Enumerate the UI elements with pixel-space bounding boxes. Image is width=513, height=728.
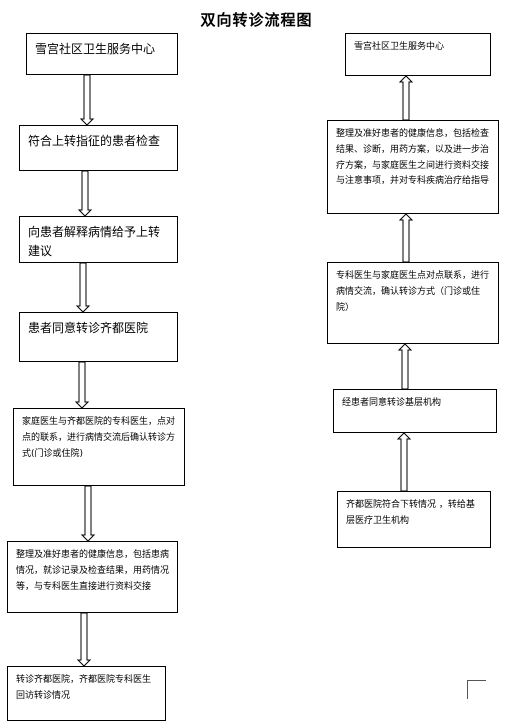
right-step-4: 经患者同意转诊基层机构 [333, 389, 497, 433]
left-step-4: 患者同意转诊齐都医院 [19, 312, 178, 362]
arrow-left-4 [74, 361, 90, 409]
left-step-6: 整理及准好患者的健康信息，包括患病情况，就诊记录及检查结果，用药情况等，与专科医… [7, 541, 178, 613]
right-step-top: 雪宫社区卫生服务中心 [345, 33, 491, 76]
arrow-right-1 [398, 75, 414, 121]
right-step-3: 专科医生与家庭医生点对点联系，进行病情交流，确认转诊方式（门诊或住院） [327, 262, 499, 344]
left-step-1: 雪宫社区卫生服务中心 [26, 33, 178, 75]
corner-mark [467, 680, 486, 699]
right-step-bottom: 齐都医院符合下转情况 ，转给基层医疗卫生机构 [337, 491, 491, 548]
arrow-left-3 [75, 262, 91, 313]
left-step-3: 向患者解释病情给予上转建议 [19, 216, 178, 263]
diagram-title: 双向转诊流程图 [200, 11, 313, 29]
left-step-5: 家庭医生与齐都医院的专科医生，点对点的联系，进行病情交流后确认转诊方式(门诊或住… [13, 408, 185, 486]
left-step-2: 符合上转指征的患者检查 [19, 125, 178, 171]
arrow-right-4 [396, 432, 412, 492]
left-step-7: 转诊齐都医院，齐都医院专科医生回访转诊情况 [7, 666, 166, 721]
arrow-left-2 [77, 170, 93, 217]
arrow-right-3 [397, 343, 413, 390]
arrow-right-2 [398, 213, 414, 263]
arrow-left-6 [76, 612, 92, 667]
arrow-left-5 [80, 485, 96, 542]
right-step-2: 整理及准好患者的健康信息，包括检查结果、诊断，用药方案，以及进一步治疗方案，与家… [327, 120, 499, 214]
arrow-left-1 [79, 74, 95, 126]
